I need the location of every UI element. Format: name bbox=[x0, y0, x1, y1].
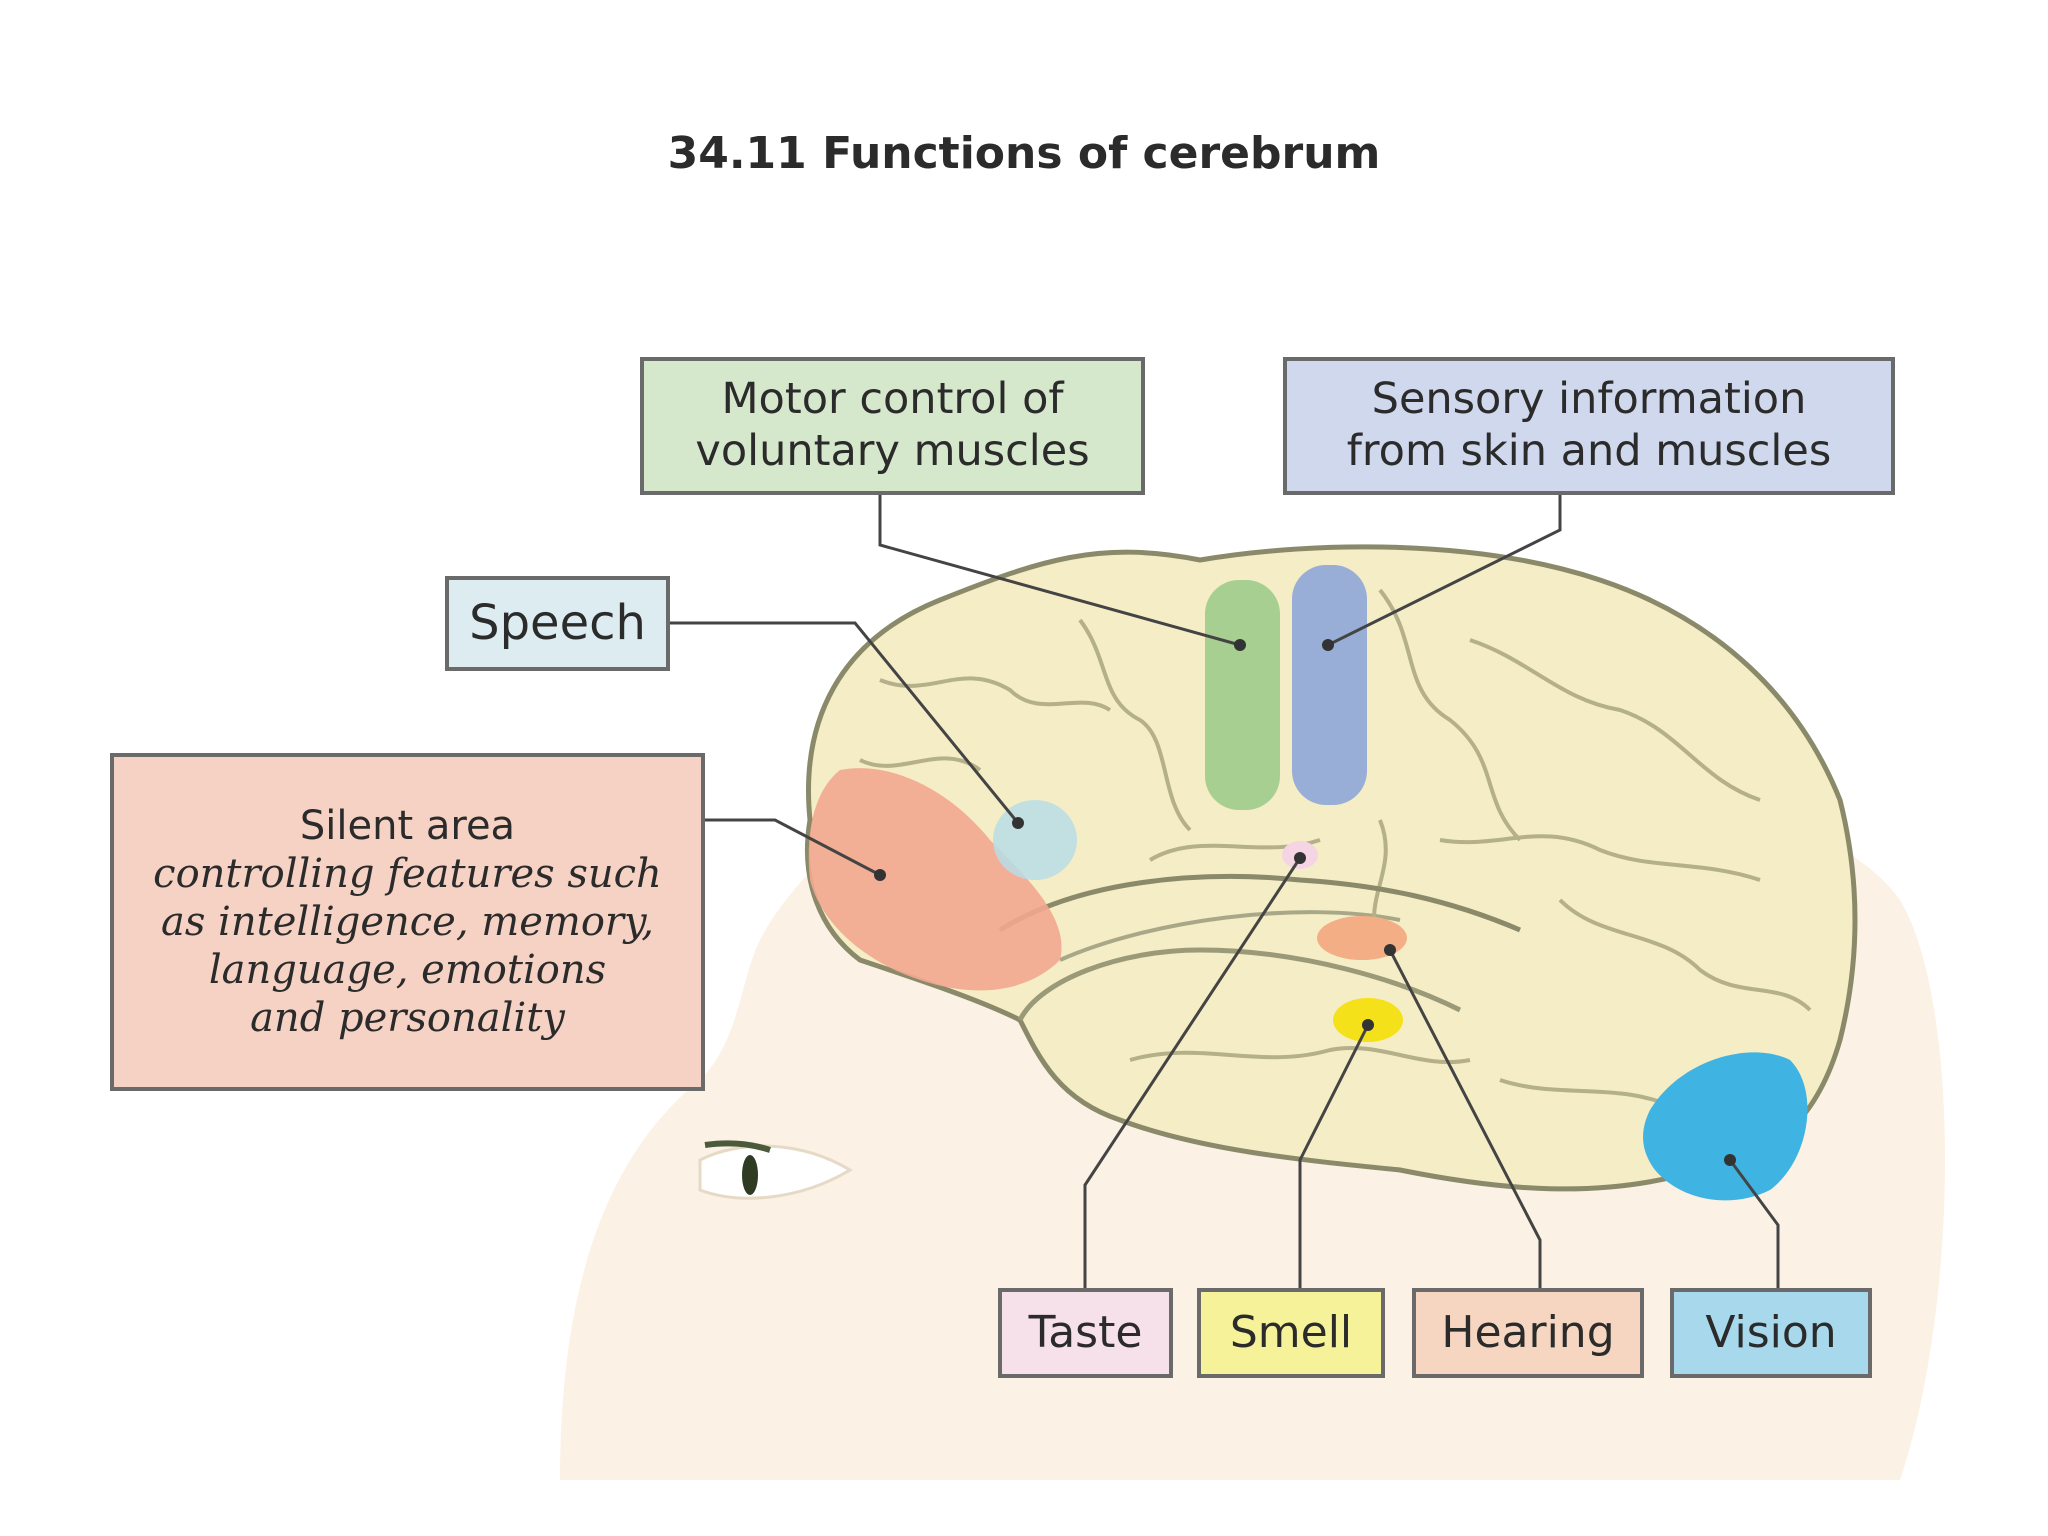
vision-leader bbox=[1728, 1159, 1780, 1290]
leader-dots bbox=[874, 639, 1736, 1166]
vision-label: Vision bbox=[1670, 1288, 1872, 1378]
silent-label-line5: and personality bbox=[250, 995, 565, 1041]
smell-leader bbox=[1298, 1024, 1370, 1290]
leader-lines bbox=[670, 495, 1780, 1290]
vision-region bbox=[1643, 1052, 1808, 1201]
vision-label-text: Vision bbox=[1705, 1306, 1837, 1358]
silent-label-line3: as intelligence, memory, bbox=[160, 899, 655, 945]
hearing-leader bbox=[1388, 949, 1542, 1290]
hearing-label: Hearing bbox=[1412, 1288, 1644, 1378]
sensory-region bbox=[1292, 565, 1367, 805]
sensory-label-line1: Sensory information bbox=[1371, 374, 1807, 425]
taste-leader bbox=[1083, 857, 1302, 1290]
silent-area-label: Silent area controlling features such as… bbox=[110, 753, 705, 1091]
cerebrum-outline bbox=[804, 544, 1858, 1192]
motor-region bbox=[1205, 580, 1280, 810]
silent-area-region bbox=[808, 768, 1062, 991]
silent-label-line4: language, emotions bbox=[208, 947, 607, 993]
motor-label-line1: Motor control of bbox=[721, 374, 1064, 425]
eye-illustration bbox=[698, 1140, 853, 1200]
taste-label: Taste bbox=[998, 1288, 1173, 1378]
sensory-information-label: Sensory information from skin and muscle… bbox=[1283, 357, 1895, 495]
speech-label-text: Speech bbox=[469, 594, 646, 651]
silent-label-line2: controlling features such bbox=[153, 851, 662, 897]
silent-leader bbox=[705, 818, 881, 877]
smell-label-text: Smell bbox=[1229, 1306, 1353, 1358]
speech-leader bbox=[670, 621, 1020, 824]
motor-label-line2: voluntary muscles bbox=[695, 426, 1090, 476]
speech-region bbox=[993, 800, 1077, 880]
motor-control-label: Motor control of voluntary muscles bbox=[640, 357, 1145, 495]
speech-label: Speech bbox=[445, 576, 670, 671]
sensory-label-line2: from skin and muscles bbox=[1346, 426, 1832, 476]
silent-label-line1: Silent area bbox=[299, 803, 516, 849]
hearing-label-text: Hearing bbox=[1441, 1306, 1615, 1358]
page-title: 34.11 Functions of cerebrum bbox=[667, 128, 1381, 179]
sensory-leader bbox=[1327, 495, 1562, 647]
taste-label-text: Taste bbox=[1028, 1306, 1143, 1358]
smell-label: Smell bbox=[1197, 1288, 1385, 1378]
motor-leader bbox=[878, 495, 1241, 647]
